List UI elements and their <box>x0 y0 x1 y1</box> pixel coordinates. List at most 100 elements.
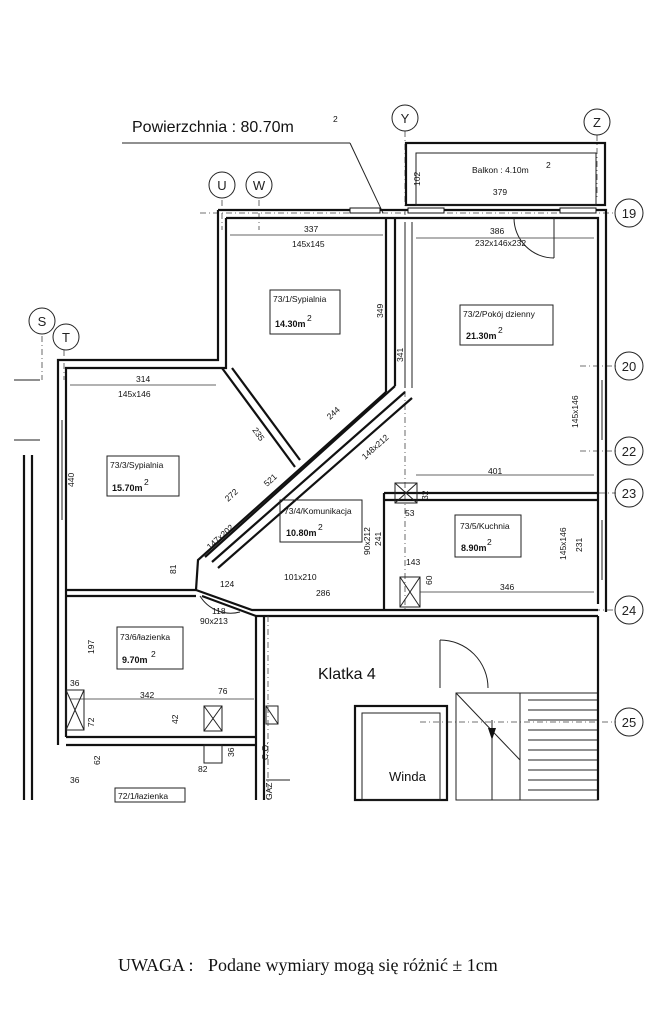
dim-81: 81 <box>168 564 178 574</box>
svg-text:73/1/Sypialnia: 73/1/Sypialnia <box>273 294 327 304</box>
gaz-label: GAZ <box>264 783 274 800</box>
dim-101: 101x210 <box>284 572 317 582</box>
dim-349: 349 <box>375 304 385 318</box>
axis-marker-u: U <box>208 171 236 199</box>
svg-text:73/2/Pokój dzienny: 73/2/Pokój dzienny <box>463 309 536 319</box>
svg-text:9.70m: 9.70m <box>122 655 148 665</box>
area-leader-diag <box>349 142 384 214</box>
svg-text:102: 102 <box>412 172 422 186</box>
svg-text:15.70m: 15.70m <box>112 483 143 493</box>
dim-521: 521 <box>262 471 279 488</box>
dim-32: 32 <box>420 490 430 500</box>
dim-118: 118 <box>212 606 226 616</box>
dim-231: 231 <box>574 538 584 552</box>
dim-36c: 36 <box>70 775 80 785</box>
dim-62: 62 <box>92 755 102 765</box>
dim-145x146c: 145x146 <box>558 527 568 560</box>
svg-text:73/6/łazienka: 73/6/łazienka <box>120 632 170 642</box>
dim-244: 244 <box>325 404 342 421</box>
room-73-3: 73/3/Sypialnia 15.70m 2 <box>106 455 180 497</box>
dim-235: 235 <box>250 425 266 443</box>
dim-401: 401 <box>488 466 502 476</box>
interior-walls <box>65 218 598 800</box>
axis-marker-19: 19 <box>614 198 644 228</box>
doors <box>199 217 555 689</box>
axis-marker-22: 22 <box>614 436 644 466</box>
svg-text:U: U <box>217 178 226 193</box>
dim-36b: 36 <box>226 747 236 757</box>
svg-text:Y: Y <box>401 111 410 126</box>
dim-53: 53 <box>405 508 415 518</box>
svg-text:2: 2 <box>487 537 492 547</box>
axis-marker-23: 23 <box>614 478 644 508</box>
svg-text:2: 2 <box>151 649 156 659</box>
svg-text:23: 23 <box>622 486 636 501</box>
co-label: C.O. <box>260 743 270 760</box>
svg-text:73/4/Komunikacja: 73/4/Komunikacja <box>284 506 352 516</box>
dimension-lines <box>70 234 594 700</box>
room-73-6: 73/6/łazienka 9.70m 2 <box>116 626 184 670</box>
svg-text:72/1/łazienka: 72/1/łazienka <box>118 791 168 801</box>
dim-286: 286 <box>316 588 330 598</box>
room-73-4: 73/4/Komunikacja 10.80m 2 <box>279 499 363 543</box>
svg-text:25: 25 <box>622 715 636 730</box>
dim-232: 232x146x232 <box>475 238 526 248</box>
svg-text:24: 24 <box>622 603 636 618</box>
svg-text:2: 2 <box>318 522 323 532</box>
dim-386: 386 <box>490 226 504 236</box>
svg-text:S: S <box>38 314 47 329</box>
dim-241: 241 <box>373 532 383 546</box>
dim-143: 143 <box>406 557 420 567</box>
svg-text:2: 2 <box>498 325 503 335</box>
lift-label: Winda <box>389 769 427 784</box>
neighbour-strip <box>14 379 40 800</box>
dim-76: 76 <box>218 686 228 696</box>
dim-440: 440 <box>66 473 76 487</box>
svg-text:2: 2 <box>546 160 551 170</box>
svg-text:W: W <box>253 178 266 193</box>
axis-marker-20: 20 <box>614 351 644 381</box>
dim-346: 346 <box>500 582 514 592</box>
svg-text:73/3/Sypialnia: 73/3/Sypialnia <box>110 460 164 470</box>
axis-marker-25: 25 <box>614 707 644 737</box>
dim-272: 272 <box>223 486 240 503</box>
dim-42: 42 <box>170 714 180 724</box>
room-73-1: 73/1/Sypialnia 14.30m 2 <box>269 289 341 335</box>
axis-marker-y: Y <box>391 104 419 132</box>
dim-145x146a: 145x146 <box>118 389 151 399</box>
room-72-1: 72/1/łazienka <box>114 787 186 803</box>
svg-text:22: 22 <box>622 444 636 459</box>
axis-marker-s: S <box>28 307 56 335</box>
dim-145x145: 145x145 <box>292 239 325 249</box>
svg-text:19: 19 <box>622 206 636 221</box>
dim-197: 197 <box>86 640 96 654</box>
dim-337: 337 <box>304 224 318 234</box>
svg-text:2: 2 <box>307 313 312 323</box>
axis-marker-z: Z <box>583 108 611 136</box>
dim-147: 147x202 <box>205 522 236 551</box>
dim-82: 82 <box>198 764 208 774</box>
svg-text:20: 20 <box>622 359 636 374</box>
dim-145x146b: 145x146 <box>570 395 580 428</box>
balcony: Balkon : 4.10m 2 379 102 <box>404 141 607 207</box>
dim-60: 60 <box>424 575 434 585</box>
svg-text:2: 2 <box>144 477 149 487</box>
dim-341: 341 <box>395 348 405 362</box>
axis-marker-w: W <box>245 171 273 199</box>
svg-text:8.90m: 8.90m <box>461 543 487 553</box>
svg-text:10.80m: 10.80m <box>286 528 317 538</box>
footer-note: UWAGA : Podane wymiary mogą się różnić ±… <box>118 955 508 976</box>
svg-text:Balkon : 4.10m: Balkon : 4.10m <box>472 165 529 175</box>
svg-text:73/5/Kuchnia: 73/5/Kuchnia <box>460 521 510 531</box>
footer-caption: UWAGA : <box>118 955 194 975</box>
dim-148: 148x212 <box>360 432 391 461</box>
area-sup: 2 <box>333 114 338 124</box>
svg-text:14.30m: 14.30m <box>275 319 306 329</box>
svg-text:379: 379 <box>493 187 507 197</box>
dim-36a: 36 <box>70 678 80 688</box>
dim-314: 314 <box>136 374 150 384</box>
dim-124: 124 <box>220 579 234 589</box>
area-label: Powierzchnia : 80.70m <box>132 119 294 136</box>
stairwell <box>267 616 600 802</box>
room-73-5: 73/5/Kuchnia 8.90m 2 <box>454 514 522 558</box>
